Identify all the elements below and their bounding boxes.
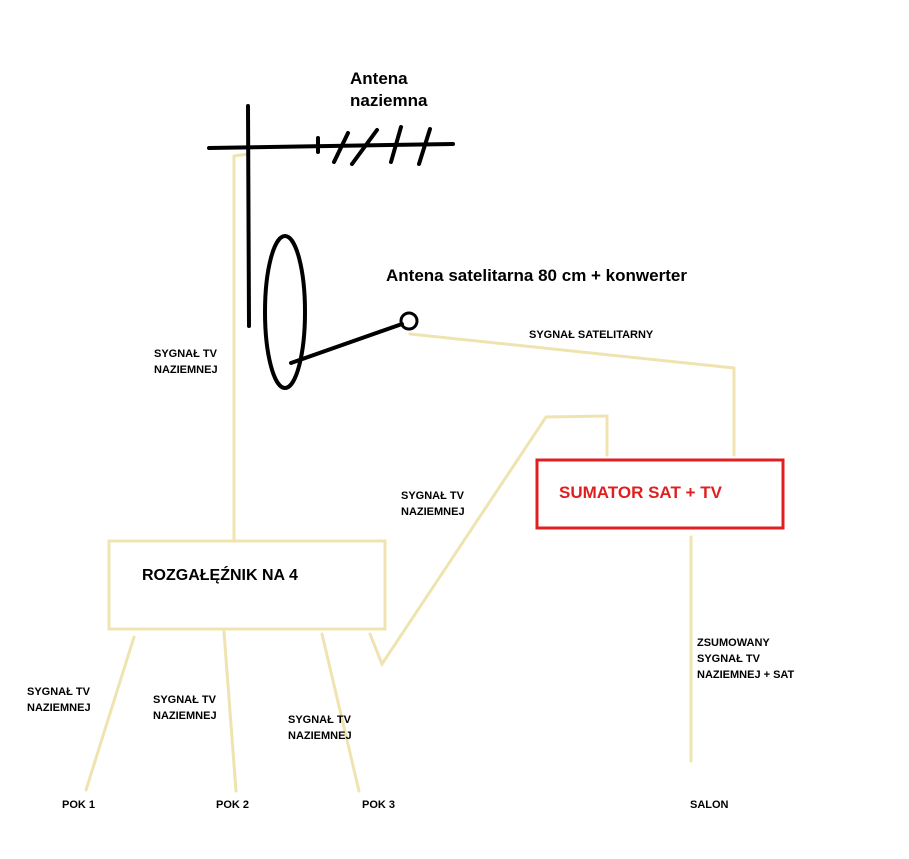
combined-signal-line3: NAZIEMNEJ + SAT: [697, 669, 795, 681]
combined-signal-label: ZSUMOWANY SYGNAŁ TV NAZIEMNEJ + SAT: [697, 635, 794, 683]
cable-pok3: [320, 632, 361, 793]
cable-splitter-to-combiner: [368, 414, 609, 668]
output-3-signal-line1: SYGNAŁ TV: [288, 714, 351, 726]
terrestrial-antenna-label: Antena naziemna: [350, 68, 427, 112]
output-2-signal-label: SYGNAŁ TV NAZIEMNEJ: [153, 692, 217, 724]
output-1-signal-line1: SYGNAŁ TV: [27, 686, 90, 698]
output-2-signal-line1: SYGNAŁ TV: [153, 694, 216, 706]
signal-satellite-label: SYGNAŁ SATELITARNY: [529, 329, 654, 341]
room-pok1-label: POK 1: [62, 799, 96, 811]
satellite-dish-icon: [263, 234, 419, 390]
output-1-signal-line2: NAZIEMNEJ: [27, 702, 91, 714]
output-2-signal-line2: NAZIEMNEJ: [153, 710, 217, 722]
splitter-label: ROZGAŁĘŹNIK NA 4: [142, 567, 298, 584]
room-pok2-label: POK 2: [216, 799, 250, 811]
combined-signal-line1: ZSUMOWANY: [697, 637, 770, 649]
combined-signal-line2: SYGNAŁ TV: [697, 653, 760, 665]
signal-tv-mast-line2: NAZIEMNEJ: [154, 364, 218, 376]
splitter-box: [107, 539, 387, 631]
signal-tv-combiner-line1: SYGNAŁ TV: [401, 490, 464, 502]
signal-tv-mast-line1: SYGNAŁ TV: [154, 348, 217, 360]
cable-terrestrial-down: [232, 152, 250, 543]
signal-tv-combiner-line2: NAZIEMNEJ: [401, 506, 465, 518]
output-3-signal-label: SYGNAŁ TV NAZIEMNEJ: [288, 712, 352, 744]
terrestrial-antenna-label-line2: naziemna: [350, 91, 428, 110]
terrestrial-antenna-label-line1: Antena: [350, 69, 408, 88]
combiner-box: [535, 458, 785, 530]
signal-tv-combiner-label: SYGNAŁ TV NAZIEMNEJ: [401, 488, 465, 520]
combiner-label: SUMATOR SAT + TV: [559, 483, 722, 502]
satellite-antenna-label: Antena satelitarna 80 cm + konwerter: [386, 266, 687, 285]
output-3-signal-line2: NAZIEMNEJ: [288, 730, 352, 742]
room-salon-label: SALON: [690, 799, 729, 811]
cable-pok1: [84, 635, 136, 792]
terrestrial-antenna-icon: [207, 104, 455, 328]
cables: [84, 152, 736, 793]
cable-satellite-to-combiner: [408, 332, 736, 457]
signal-tv-mast-label: SYGNAŁ TV NAZIEMNEJ: [154, 346, 218, 378]
cable-pok2: [222, 630, 238, 793]
output-1-signal-label: SYGNAŁ TV NAZIEMNEJ: [27, 684, 91, 716]
room-pok3-label: POK 3: [362, 799, 396, 811]
